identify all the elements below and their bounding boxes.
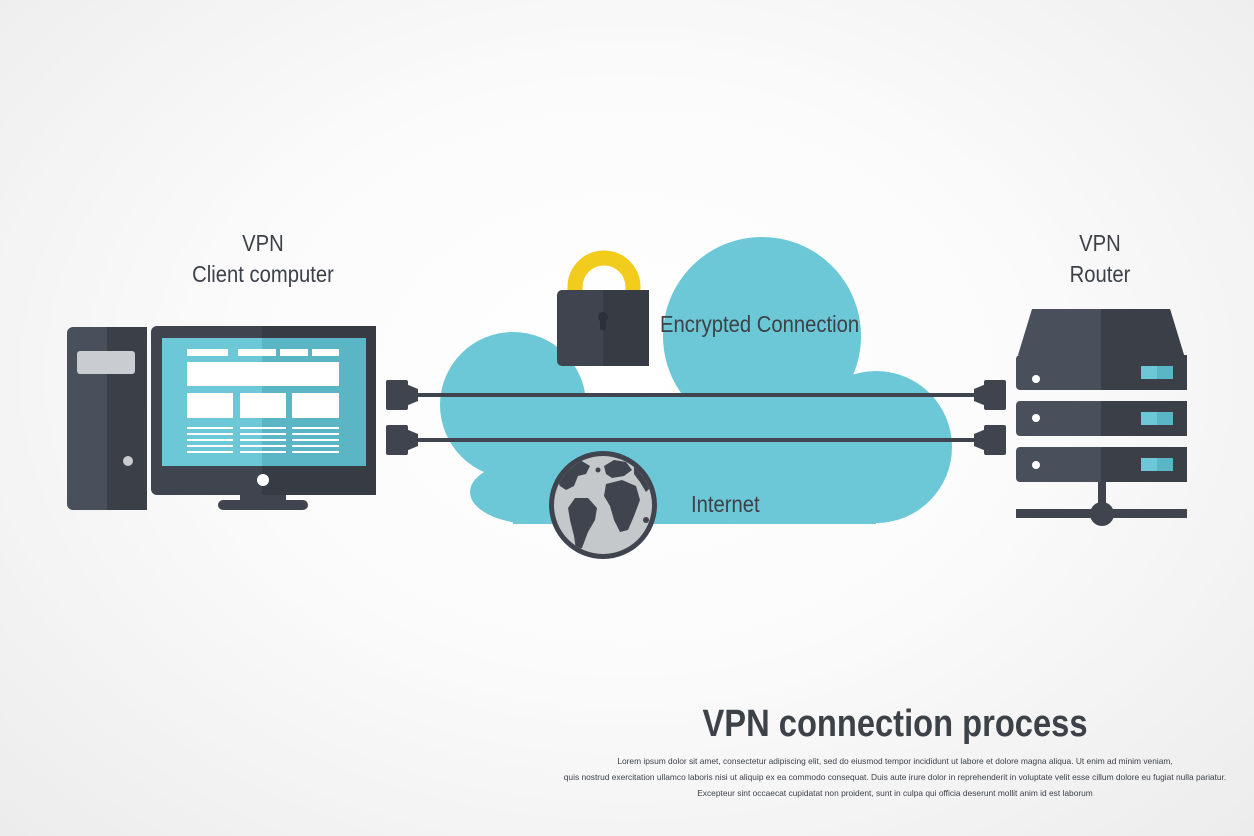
client-label-line1: VPN	[242, 230, 284, 256]
vpn-tunnel-cables	[386, 380, 1006, 455]
client-label-line2: Client computer	[192, 261, 334, 287]
vpn-router-label: VPN Router	[1038, 228, 1161, 290]
internet-label: Internet	[691, 491, 760, 517]
body-text-line: quis nostrud exercitation ullamco labori…	[563, 772, 1227, 782]
router-label-line1: VPN	[1079, 230, 1121, 256]
internet-cloud	[440, 237, 952, 524]
globe-icon	[549, 451, 657, 559]
router-icon	[1016, 309, 1187, 526]
client-computer-label: VPN Client computer	[175, 228, 351, 290]
diagram-title: VPN connection process	[702, 703, 1088, 745]
lock-icon	[557, 250, 649, 366]
body-text-line: Lorem ipsum dolor sit amet, consectetur …	[617, 756, 1173, 766]
pc-tower-icon	[67, 327, 147, 510]
body-text-line: Excepteur sint occaecat cupidatat non pr…	[697, 788, 1093, 798]
monitor-icon	[151, 326, 376, 510]
encrypted-connection-label: Encrypted Connection	[660, 311, 860, 337]
router-label-line2: Router	[1069, 261, 1131, 287]
